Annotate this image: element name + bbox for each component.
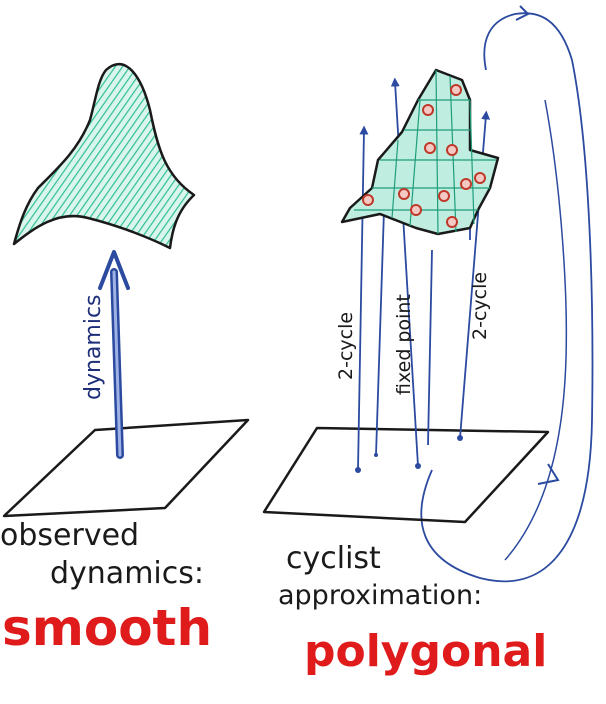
smooth-surface <box>12 62 196 250</box>
left-caption-word: smooth <box>2 599 212 657</box>
right-caption-line1: cyclist <box>286 541 381 576</box>
orbit-loop <box>420 12 594 583</box>
dynamics-arrow <box>98 250 130 459</box>
right-caption-word: polygonal <box>304 626 547 677</box>
right-panel: 2-cycle fixed point 2-cycle cyclist appr… <box>262 5 594 677</box>
left-caption-line1: observed <box>0 518 139 553</box>
dynamics-arrow-label: dynamics <box>81 294 106 400</box>
label-fixed-point: fixed point <box>393 294 415 395</box>
polygonal-surface <box>340 68 500 236</box>
label-2-cycle-right: 2-cycle <box>469 272 491 340</box>
left-base-plane <box>2 418 250 518</box>
periodic-points <box>362 84 486 228</box>
left-caption-line2: dynamics: <box>50 556 204 591</box>
polygon-grid <box>354 69 496 235</box>
right-base-plane <box>262 426 550 524</box>
right-caption-line2: approximation: <box>278 580 482 611</box>
left-panel: dynamics observed dynamics: smooth <box>0 62 250 657</box>
base-points <box>355 435 463 473</box>
label-2-cycle-left: 2-cycle <box>335 312 357 380</box>
